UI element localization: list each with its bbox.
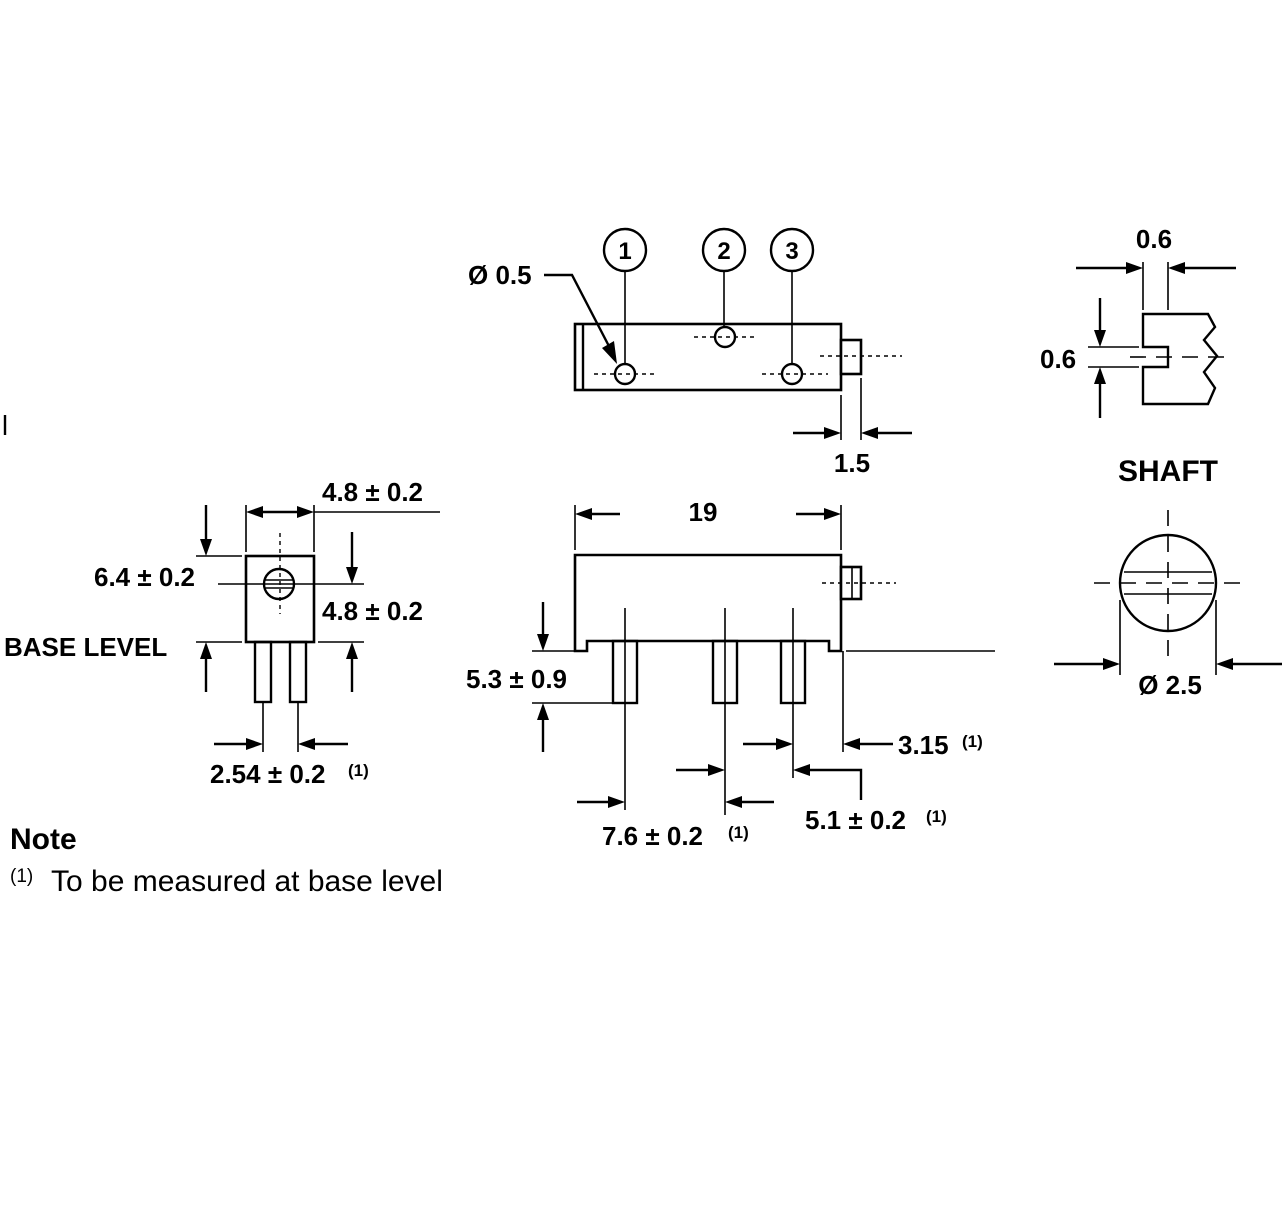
shaft-title: SHAFT <box>1118 455 1218 488</box>
pitch-left-note: (1) <box>728 823 749 842</box>
note-heading: Note <box>10 823 77 856</box>
pin-label-1: 1 <box>618 238 631 265</box>
side-view-body <box>573 553 843 653</box>
shaft-diameter-label: Ø 2.5 <box>1138 670 1202 700</box>
hole-diameter-label: Ø 0.5 <box>468 260 532 290</box>
end-pin-pitch-note: (1) <box>348 761 369 780</box>
shaft-slot-profile <box>1141 312 1219 406</box>
end-width-label: 4.8 ± 0.2 <box>322 477 423 507</box>
pitch-right-label: 5.1 ± 0.2 <box>805 805 906 835</box>
top-view: 1 2 3 Ø 0.5 1.5 <box>468 227 912 478</box>
slot-depth-label: 0.6 <box>1040 344 1076 374</box>
end-pin-right <box>288 640 308 704</box>
end-height-label: 4.8 ± 0.2 <box>322 596 423 626</box>
shaft-detail: 0.6 0.6 SHAFT Ø 2.5 <box>1040 224 1282 700</box>
pitch-left-label: 7.6 ± 0.2 <box>602 821 703 851</box>
pin-label-2: 2 <box>717 238 730 265</box>
side-view: 19 5.3 ± 0.9 7.6 ± 0.2 (1) 5.1 ± 0.2 (1)… <box>466 497 995 851</box>
end-view: 4.8 ± 0.2 6.4 ± 0.2 4.8 ± 0.2 BASE LEVEL… <box>4 477 440 789</box>
pin-height-label: 5.3 ± 0.9 <box>466 664 567 694</box>
pin-label-3: 3 <box>785 238 798 265</box>
end-pin-left <box>253 640 273 704</box>
end-offset-label: 3.15 <box>898 730 949 760</box>
slot-width-label: 0.6 <box>1136 224 1172 254</box>
end-pin-pitch-label: 2.54 ± 0.2 <box>210 759 325 789</box>
base-level-label: BASE LEVEL <box>4 632 167 662</box>
pin-hole-2 <box>713 325 737 349</box>
pitch-right-note: (1) <box>926 807 947 826</box>
end-offset-note: (1) <box>962 732 983 751</box>
shaft-offset-label: 1.5 <box>834 448 870 478</box>
note-block: Note (1) To be measured at base level <box>10 823 443 898</box>
note-text: To be measured at base level <box>51 865 443 898</box>
shaft-height-label: 6.4 ± 0.2 <box>94 562 195 592</box>
top-view-shaft <box>839 338 863 376</box>
note-marker: (1) <box>10 866 33 887</box>
length-label: 19 <box>689 497 718 527</box>
